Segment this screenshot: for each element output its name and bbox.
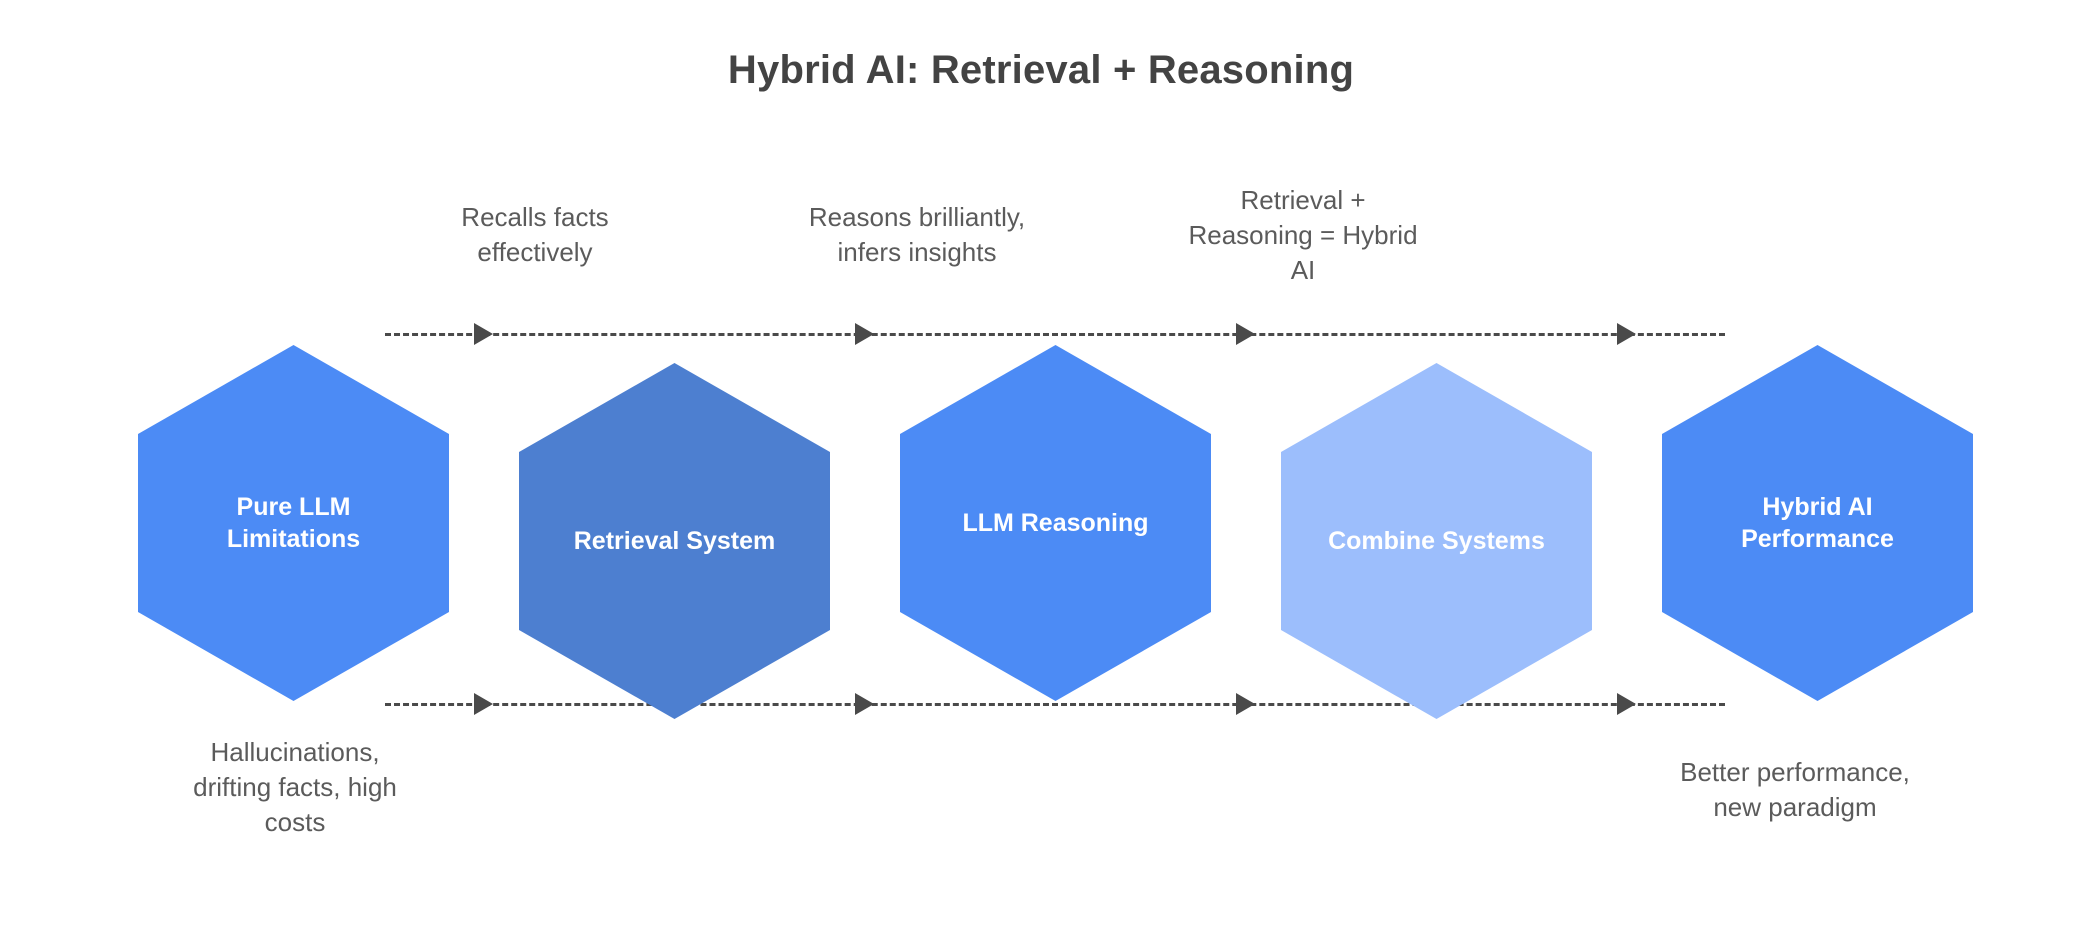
arrowhead-icon [855, 323, 874, 345]
caption-recalls-facts: Recalls facts effectively [461, 202, 609, 268]
caption-reasons-brilliantly: Reasons brilliantly, infers insights [808, 202, 1026, 268]
hex-node-pure-llm-limitations[interactable]: Pure LLM Limitations [138, 345, 449, 701]
hex-node-label: Retrieval System [573, 527, 776, 555]
hex-node-combine-systems[interactable]: Combine Systems [1281, 363, 1592, 719]
hex-node-label: Combine Systems [1328, 527, 1545, 555]
arrowhead-icon [474, 323, 493, 345]
hex-node-label: Hybrid AI Performance [1741, 493, 1894, 553]
page-title: Hybrid AI: Retrieval + Reasoning [727, 48, 1355, 92]
caption-retrieval-plus-reasoning: Retrieval + Reasoning = Hybrid AI [1188, 185, 1418, 286]
arrowhead-icon [1617, 693, 1636, 715]
arrowhead-icon [1236, 323, 1255, 345]
arrowhead-icon [855, 693, 874, 715]
arrowhead-icon [474, 693, 493, 715]
caption-hallucinations: Hallucinations, drifting facts, high cos… [193, 737, 397, 838]
caption-better-performance: Better performance, new paradigm [1680, 757, 1910, 823]
dashed-line-top [385, 333, 1725, 336]
hex-node-retrieval-system[interactable]: Retrieval System [519, 363, 830, 719]
hex-node-label: Pure LLM Limitations [226, 493, 361, 553]
dashed-line-bottom [385, 703, 1725, 706]
connector-rail-top [385, 323, 1725, 345]
hex-node-llm-reasoning[interactable]: LLM Reasoning [900, 345, 1211, 701]
hex-node-label: LLM Reasoning [962, 509, 1149, 537]
hex-node-hybrid-ai-performance[interactable]: Hybrid AI Performance [1662, 345, 1973, 701]
connector-rail-bottom [385, 693, 1725, 715]
arrowhead-icon [1617, 323, 1636, 345]
arrowhead-icon [1236, 693, 1255, 715]
